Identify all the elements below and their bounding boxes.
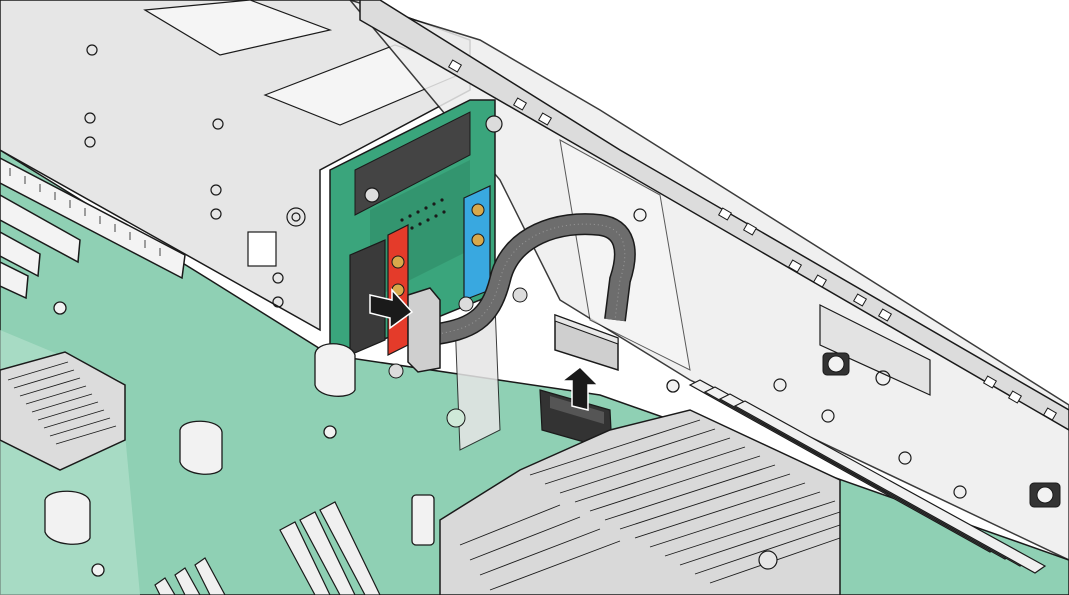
riser-bracket bbox=[388, 287, 528, 451]
pcie-slots bbox=[0, 157, 186, 300]
arrow-icon-push-connector bbox=[369, 288, 414, 330]
memory-dimm-slots bbox=[154, 379, 1047, 595]
chassis-top-rail bbox=[359, 0, 1069, 431]
heatsink-small bbox=[0, 351, 126, 471]
cable-connector-riser-end bbox=[407, 287, 441, 373]
arrow-icon-up-connect bbox=[559, 366, 600, 411]
cable-connector-motherboard-end bbox=[554, 313, 619, 372]
cable-clips bbox=[44, 301, 680, 577]
chassis-thumbscrews bbox=[822, 352, 1061, 508]
ribbon-cable bbox=[428, 213, 636, 346]
heatsink-cpu bbox=[439, 409, 841, 595]
riser-board bbox=[329, 99, 503, 356]
